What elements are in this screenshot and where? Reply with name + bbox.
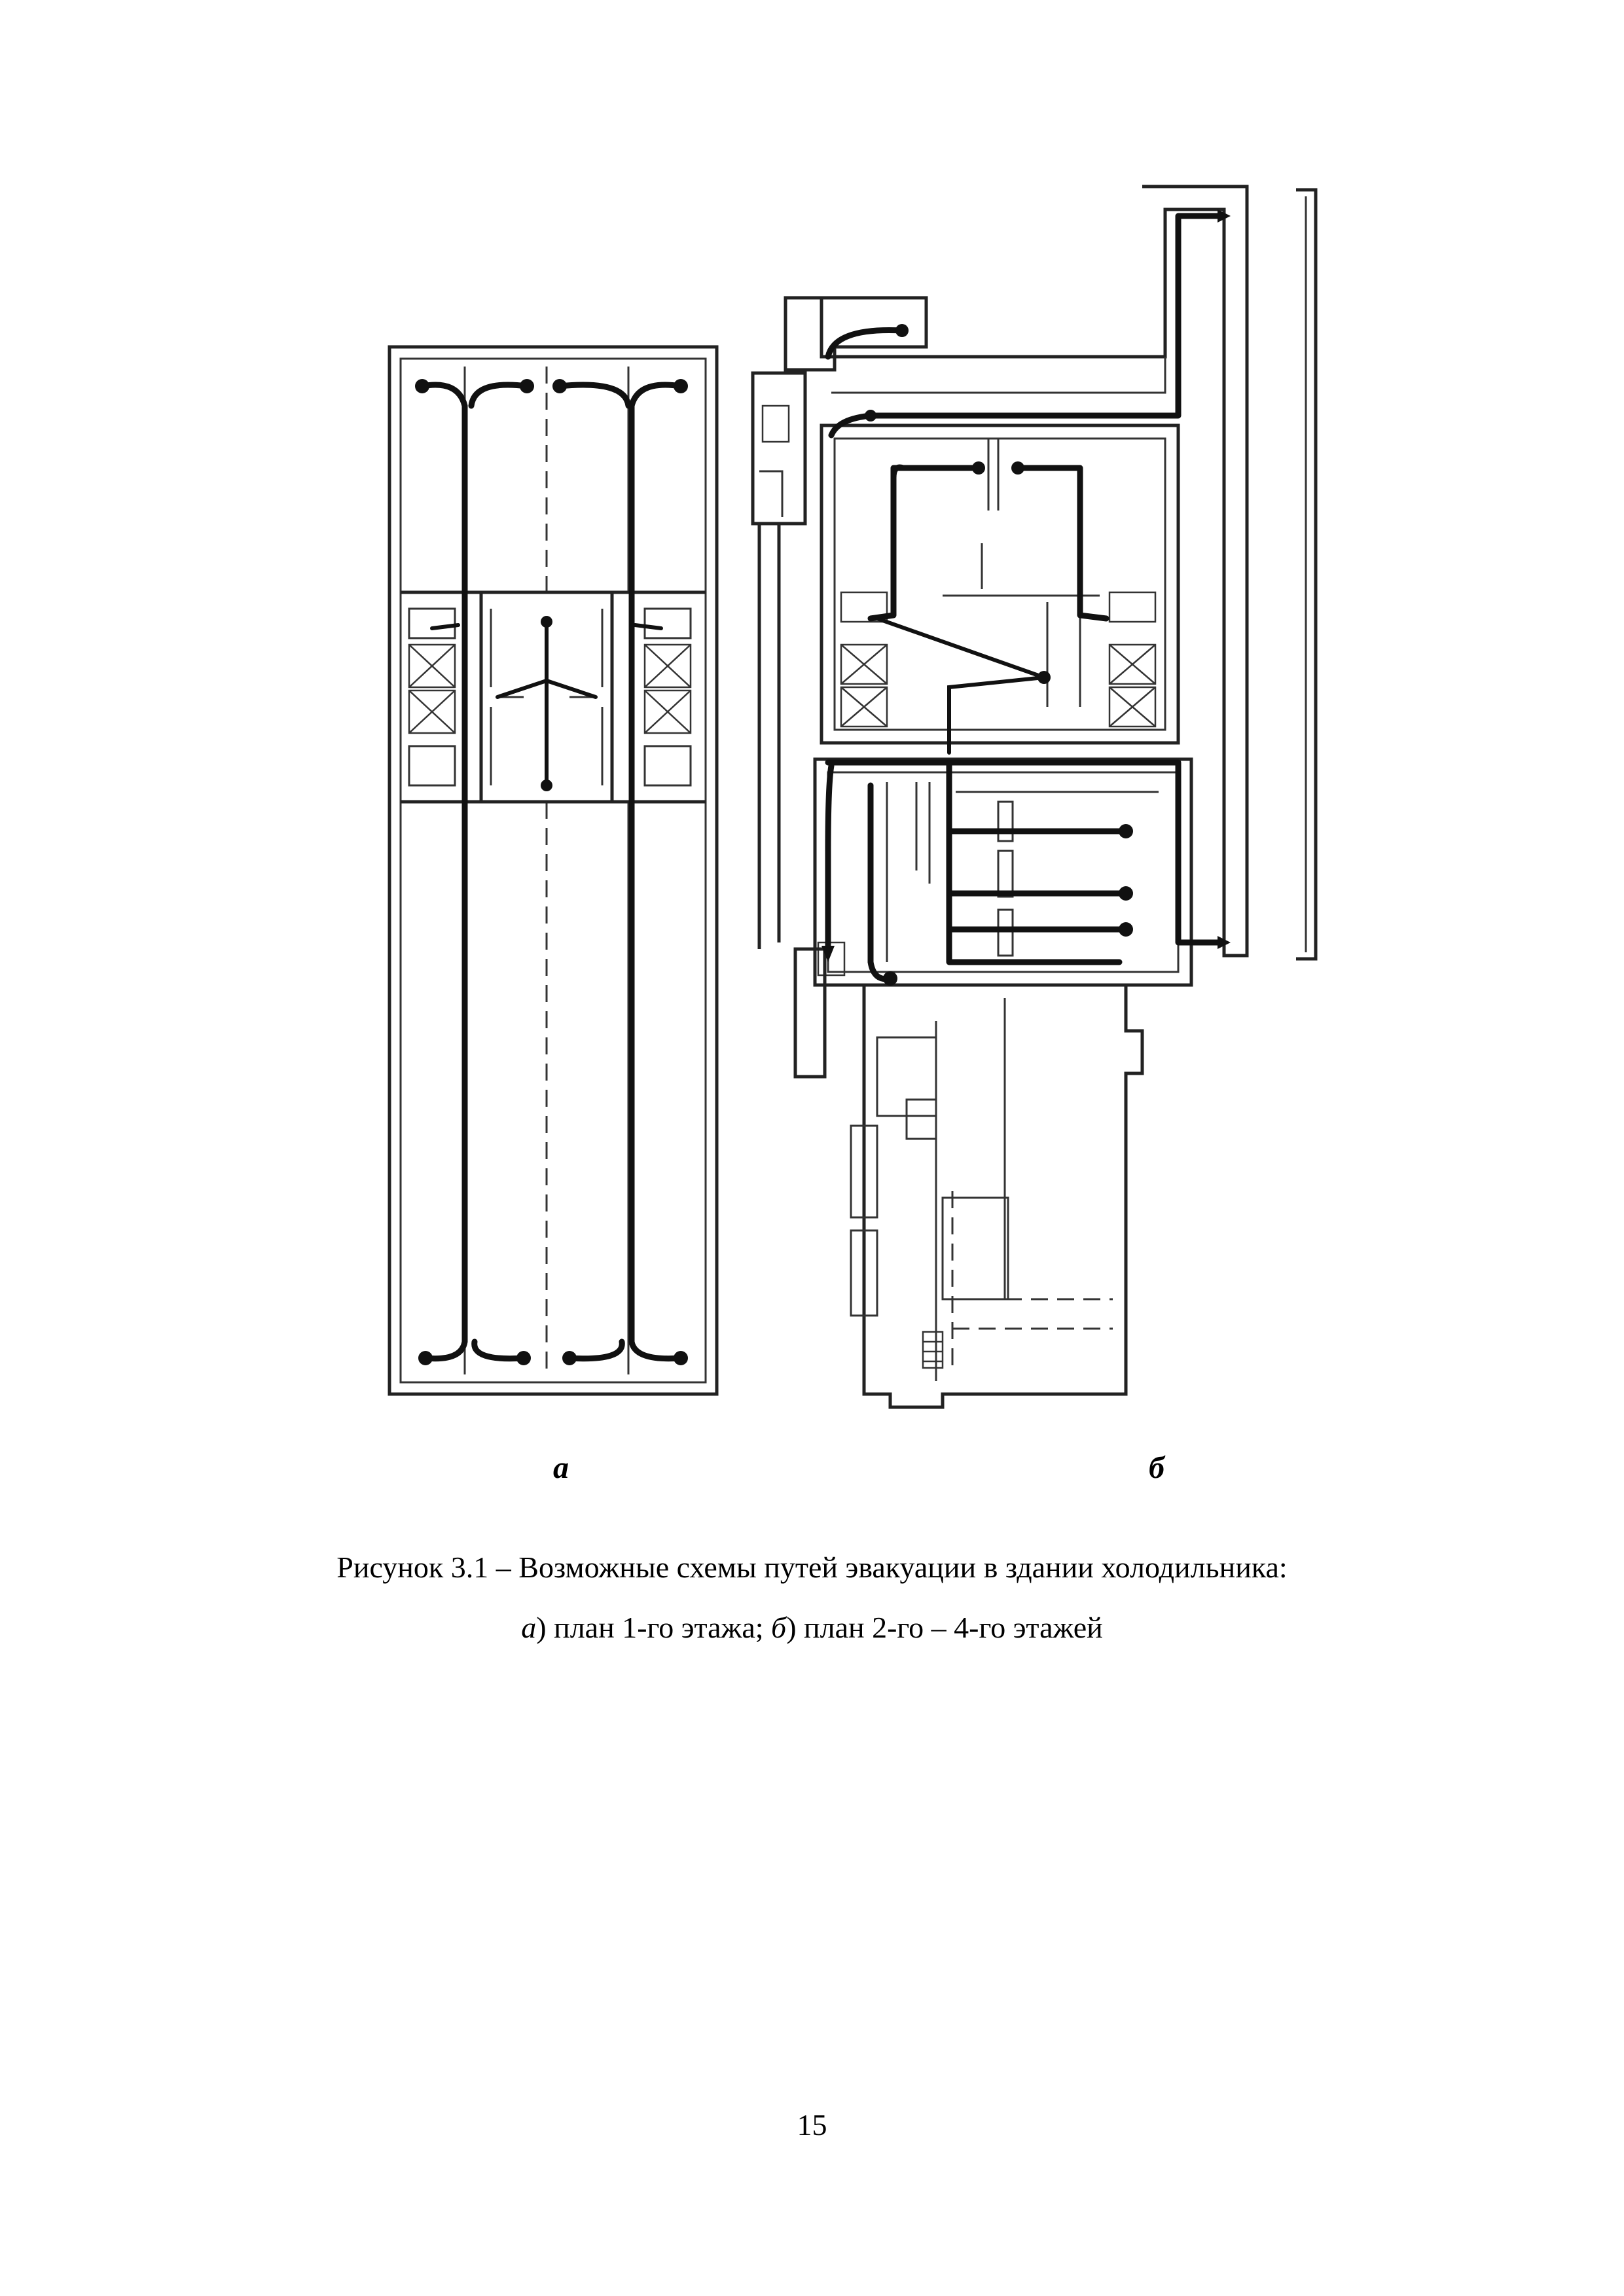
panel-a-label: а bbox=[553, 1450, 569, 1485]
figure-caption-subtitle: а) план 1-го этажа; б) план 2-го – 4-го … bbox=[0, 1610, 1624, 1645]
caption-text-a: ) план 1-го этажа; bbox=[536, 1611, 772, 1644]
caption-text-b: ) план 2-го – 4-го этажей bbox=[786, 1611, 1103, 1644]
plan-b-floors-2-4 bbox=[751, 185, 1318, 1409]
plan-a-floor-1 bbox=[388, 345, 719, 1396]
caption-label-b: б bbox=[771, 1611, 787, 1644]
panel-b-label: б bbox=[1149, 1450, 1164, 1485]
page-number: 15 bbox=[797, 2108, 827, 2142]
evacuation-plans-figure bbox=[388, 185, 1318, 1409]
figure-caption-title: Рисунок 3.1 – Возможные схемы путей эвак… bbox=[336, 1551, 1288, 1584]
caption-label-a: а bbox=[521, 1611, 537, 1644]
